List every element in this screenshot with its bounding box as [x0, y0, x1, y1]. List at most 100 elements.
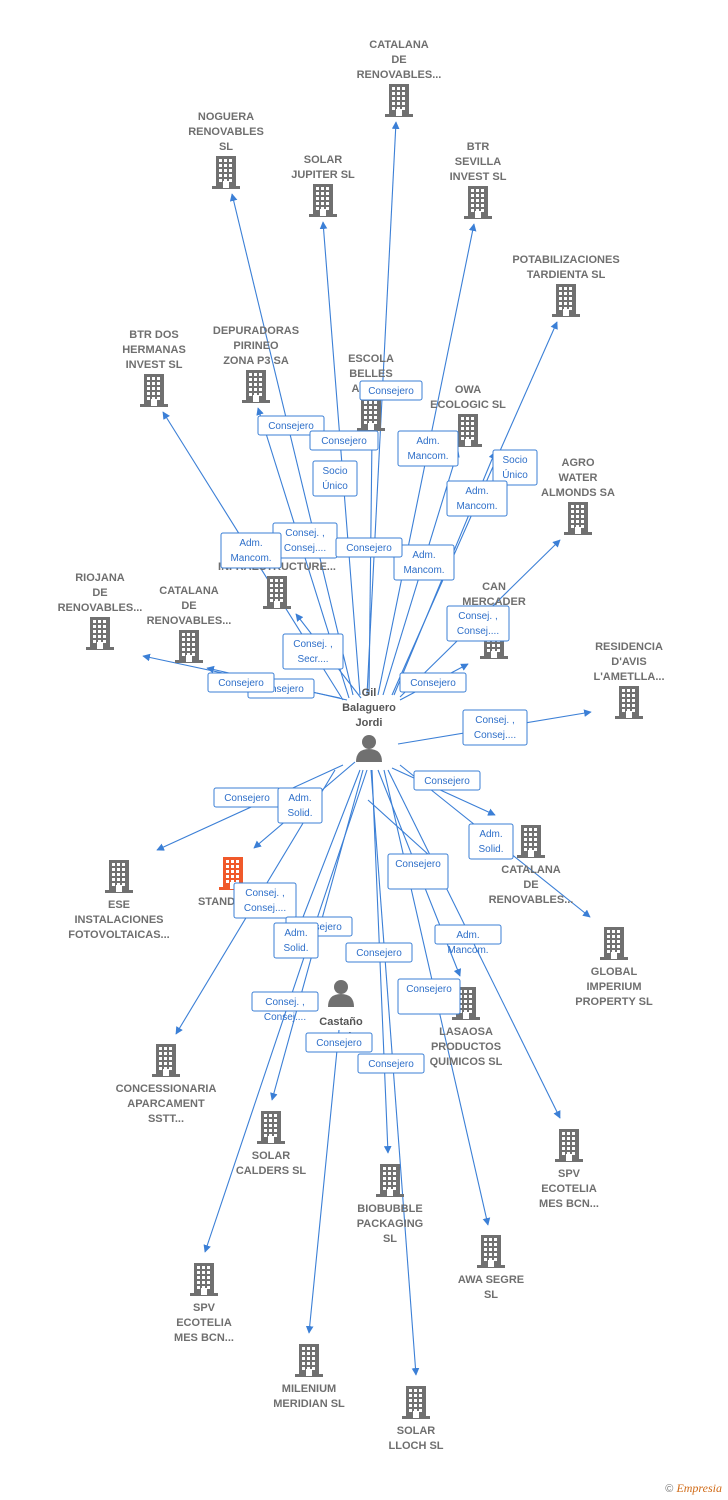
relation-text: Solid.: [283, 943, 308, 954]
node-label-line: WATER: [559, 472, 598, 484]
relation-edge-3: [319, 221, 361, 696]
building-icon: [477, 1235, 505, 1268]
relation-label-17[interactable]: Consej. , Consej....: [462, 709, 528, 746]
relation-label-3[interactable]: Consejero: [359, 380, 423, 401]
building-icon: [242, 370, 270, 403]
company-node-catalana-left[interactable]: CATALANADERENOVABLES...: [147, 585, 232, 663]
relation-box: [468, 823, 514, 860]
company-node-ese[interactable]: ESEINSTALACIONESFOTOVOLTAICAS...: [68, 860, 170, 941]
relation-box: [345, 942, 413, 963]
relation-text: Socio: [502, 455, 527, 466]
relation-label-28[interactable]: Consejero: [397, 978, 461, 1015]
relation-label-19[interactable]: Adm.Solid.: [277, 787, 323, 824]
node-label-line: CATALANA: [501, 864, 561, 876]
building-icon: [175, 630, 203, 663]
node-label-line: SPV: [193, 1302, 216, 1314]
relation-text: Solid.: [478, 844, 503, 855]
building-icon: [257, 1111, 285, 1144]
relation-text: Consejero: [395, 859, 441, 870]
node-label-line: SOLAR: [397, 1425, 436, 1437]
company-node-concessionaria[interactable]: CONCESSIONARIAAPARCAMENTSSTT...: [116, 1044, 217, 1125]
relation-text: Mancom.: [403, 565, 444, 576]
relation-text: Consej....: [284, 543, 326, 554]
relation-edge-1: [366, 121, 400, 696]
company-node-riojana[interactable]: RIOJANADERENOVABLES...: [58, 572, 143, 650]
relation-text: Adm.: [456, 930, 479, 941]
node-label-line: MES BCN...: [539, 1198, 599, 1210]
relation-label-22[interactable]: Consej. ,Consej....: [233, 882, 297, 919]
relation-text: Socio: [322, 466, 347, 477]
relation-label-8[interactable]: Adm. Mancom.: [393, 544, 455, 581]
relation-box: [399, 672, 467, 693]
node-label-line: PROPERTY SL: [575, 996, 653, 1008]
relation-label-18[interactable]: Consejero: [213, 787, 281, 808]
relation-text: Consejero: [321, 436, 367, 447]
relation-label-20[interactable]: Consejero: [413, 770, 481, 791]
relation-text: Consej....: [474, 730, 516, 741]
relation-text: Solid.: [287, 808, 312, 819]
relation-label-27[interactable]: Consejero: [387, 853, 449, 890]
company-node-catalana-right[interactable]: CATALANADERENOVABLES...: [489, 825, 574, 906]
relation-label-16[interactable]: Consejero: [399, 672, 467, 693]
relation-label-26[interactable]: Adm.Mancom.: [434, 924, 502, 956]
relation-text: Mancom.: [230, 553, 271, 564]
footer-brand[interactable]: © Empresia: [665, 1481, 722, 1496]
company-node-catalana-top[interactable]: CATALANADERENOVABLES...: [357, 39, 442, 117]
relation-label-1[interactable]: Consejero: [257, 415, 325, 436]
company-node-residencia[interactable]: RESIDENCIAD'AVISL'AMETLLA...: [593, 641, 665, 719]
relation-label-31[interactable]: Consejero: [357, 1053, 425, 1074]
person-icon: [328, 980, 354, 1007]
relation-label-12[interactable]: Consej. ,Consej....: [446, 605, 510, 642]
building-icon: [517, 825, 545, 858]
node-label-line: BTR: [467, 141, 490, 153]
relation-label-10[interactable]: Consejero: [335, 537, 403, 558]
relation-label-24[interactable]: Adm.Solid.: [273, 922, 319, 959]
relation-label-15[interactable]: Consejero: [207, 672, 275, 693]
relation-text: Adm.: [412, 550, 435, 561]
relation-label-7[interactable]: Adm.Mancom.: [446, 480, 508, 517]
relation-text: Único: [322, 479, 348, 492]
relation-label-21[interactable]: Adm.Solid.: [468, 823, 514, 860]
node-label-line: DE: [92, 587, 107, 599]
relation-label-30[interactable]: Consejero: [305, 1032, 373, 1053]
relation-label-11[interactable]: Adm.Mancom.: [220, 532, 282, 569]
building-icon: [552, 284, 580, 317]
relations-layer: ConsejeroConsejeroConsejeroAdm.Mancom.So…: [207, 380, 538, 1074]
relation-label-9[interactable]: Consej. ,Consej....: [272, 522, 338, 559]
relation-text: Consej. ,: [458, 611, 497, 622]
relation-box: [207, 672, 275, 693]
relation-label-13[interactable]: Consej. ,Secr....: [282, 633, 344, 670]
relation-label-2[interactable]: Consejero: [309, 430, 379, 451]
relation-label-25[interactable]: Consejero: [345, 942, 413, 963]
relation-label-29[interactable]: Consej. ,Consej....: [251, 991, 319, 1023]
building-icon: [555, 1129, 583, 1162]
node-label-line: SOLAR: [304, 154, 343, 166]
node-label-line: PACKAGING: [357, 1218, 423, 1230]
node-label-line: SPV: [558, 1168, 581, 1180]
building-icon: [385, 84, 413, 117]
relation-label-4[interactable]: Adm.Mancom.: [397, 430, 459, 467]
node-label-line: INVEST SL: [126, 359, 183, 371]
relation-text: Consej. ,: [475, 715, 514, 726]
